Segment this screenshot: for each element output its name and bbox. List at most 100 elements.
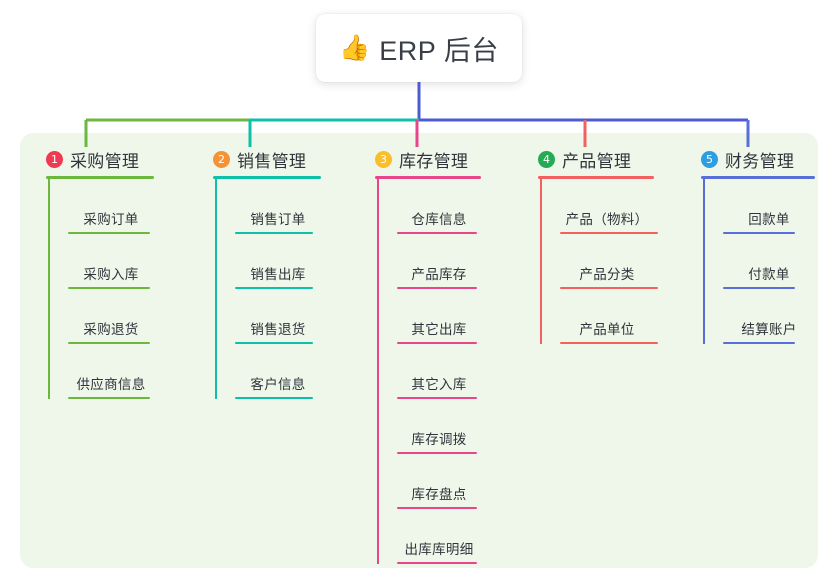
column-spine-3 [377,179,379,564]
column-header-2[interactable]: 2 销售管理 [195,146,321,172]
leaf-item[interactable]: 回款单 [723,179,815,234]
leaf-item[interactable]: 付款单 [723,234,815,289]
leaf-item[interactable]: 产品库存 [397,234,481,289]
leaf-item-rule [397,397,477,399]
column-1: 1 采购管理采购订单采购入库采购退货供应商信息 [28,146,154,399]
leaf-item-rule [68,232,150,234]
leaf-item-rule [68,342,150,344]
leaf-item[interactable]: 供应商信息 [68,344,154,399]
leaf-item-rule [560,342,658,344]
column-3: 3 库存管理仓库信息产品库存其它出库其它入库库存调拨库存盘点出库库明细 [357,146,481,564]
leaf-item[interactable]: 库存盘点 [397,454,481,509]
leaf-item-rule [397,452,477,454]
leaf-item[interactable]: 产品单位 [560,289,658,344]
column-items-4: 产品（物料） 产品分类产品单位 [520,179,658,344]
leaf-item-rule [235,232,313,234]
column-badge-3: 3 [375,150,392,168]
leaf-item-label: 产品（物料） [565,212,649,227]
column-header-5[interactable]: 5 财务管理 [683,146,815,172]
column-title-4: 产品管理 [562,151,632,171]
diagram-panel [20,133,818,568]
root-node-card[interactable]: 👍 ERP 后台 [316,14,522,82]
leaf-item[interactable]: 其它出库 [397,289,481,344]
column-rule-4 [538,176,654,179]
leaf-item-label: 采购退货 [83,322,139,337]
leaf-item[interactable]: 采购入库 [68,234,154,289]
column-rule-1 [46,176,154,179]
leaf-item[interactable]: 采购订单 [68,179,154,234]
leaf-item-rule [397,562,477,564]
column-spine-5 [703,179,705,344]
column-title-1: 采购管理 [70,151,140,171]
leaf-item-label: 库存盘点 [411,487,467,502]
leaf-item[interactable]: 客户信息 [235,344,321,399]
column-items-2: 销售订单销售出库销售退货客户信息 [195,179,321,399]
leaf-item-rule [723,287,795,289]
leaf-item-label: 结算账户 [741,322,797,337]
leaf-item-label: 仓库信息 [411,212,467,227]
leaf-item[interactable]: 销售出库 [235,234,321,289]
leaf-item-label: 销售订单 [250,212,306,227]
leaf-item-label: 其它出库 [411,322,467,337]
leaf-item-label: 产品库存 [411,267,467,282]
column-header-3[interactable]: 3 库存管理 [357,146,481,172]
column-title-3: 库存管理 [399,151,469,171]
leaf-item-rule [723,342,795,344]
leaf-item-rule [235,342,313,344]
leaf-item-rule [235,287,313,289]
leaf-item[interactable]: 销售订单 [235,179,321,234]
leaf-item-label: 产品分类 [579,267,635,282]
leaf-item-rule [68,397,150,399]
leaf-item[interactable]: 结算账户 [723,289,815,344]
column-items-5: 回款单付款单结算账户 [683,179,815,344]
leaf-item[interactable]: 产品分类 [560,234,658,289]
column-4: 4 产品管理产品（物料） 产品分类产品单位 [520,146,658,344]
leaf-item-rule [68,287,150,289]
leaf-item-rule [560,232,658,234]
column-spine-2 [215,179,217,399]
leaf-item[interactable]: 销售退货 [235,289,321,344]
leaf-item-label: 产品单位 [579,322,635,337]
column-items-3: 仓库信息产品库存其它出库其它入库库存调拨库存盘点出库库明细 [357,179,481,564]
column-title-5: 财务管理 [725,151,795,171]
column-header-4[interactable]: 4 产品管理 [520,146,654,172]
column-spine-1 [48,179,50,399]
leaf-item[interactable]: 库存调拨 [397,399,481,454]
leaf-item[interactable]: 出库库明细 [397,509,481,564]
root-node-title: ERP 后台 [379,35,499,66]
column-title-2: 销售管理 [237,151,307,171]
leaf-item-rule [235,397,313,399]
leaf-item[interactable]: 采购退货 [68,289,154,344]
leaf-item-rule [397,287,477,289]
leaf-item-rule [397,507,477,509]
column-header-1[interactable]: 1 采购管理 [28,146,154,172]
column-spine-4 [540,179,542,344]
column-rule-2 [213,176,321,179]
leaf-item-label: 销售出库 [250,267,306,282]
leaf-item-label: 客户信息 [250,377,306,392]
column-badge-1: 1 [46,150,63,168]
leaf-item-rule [397,342,477,344]
column-items-1: 采购订单采购入库采购退货供应商信息 [28,179,154,399]
column-badge-4: 4 [538,150,555,168]
column-badge-2: 2 [213,150,230,168]
leaf-item-rule [397,232,477,234]
leaf-item[interactable]: 仓库信息 [397,179,481,234]
column-badge-5: 5 [701,150,718,168]
leaf-item-label: 采购入库 [83,267,139,282]
column-rule-3 [375,176,481,179]
column-rule-5 [701,176,815,179]
leaf-item[interactable]: 产品（物料） [560,179,658,234]
leaf-item-label: 库存调拨 [411,432,467,447]
column-2: 2 销售管理销售订单销售出库销售退货客户信息 [195,146,321,399]
leaf-item-rule [723,232,795,234]
leaf-item-rule [560,287,658,289]
leaf-item-label: 付款单 [748,267,790,282]
leaf-item-label: 销售退货 [250,322,306,337]
thumbs-up-icon: 👍 [339,33,371,62]
leaf-item-label: 供应商信息 [76,377,146,392]
leaf-item-label: 回款单 [748,212,790,227]
leaf-item[interactable]: 其它入库 [397,344,481,399]
leaf-item-label: 采购订单 [83,212,139,227]
